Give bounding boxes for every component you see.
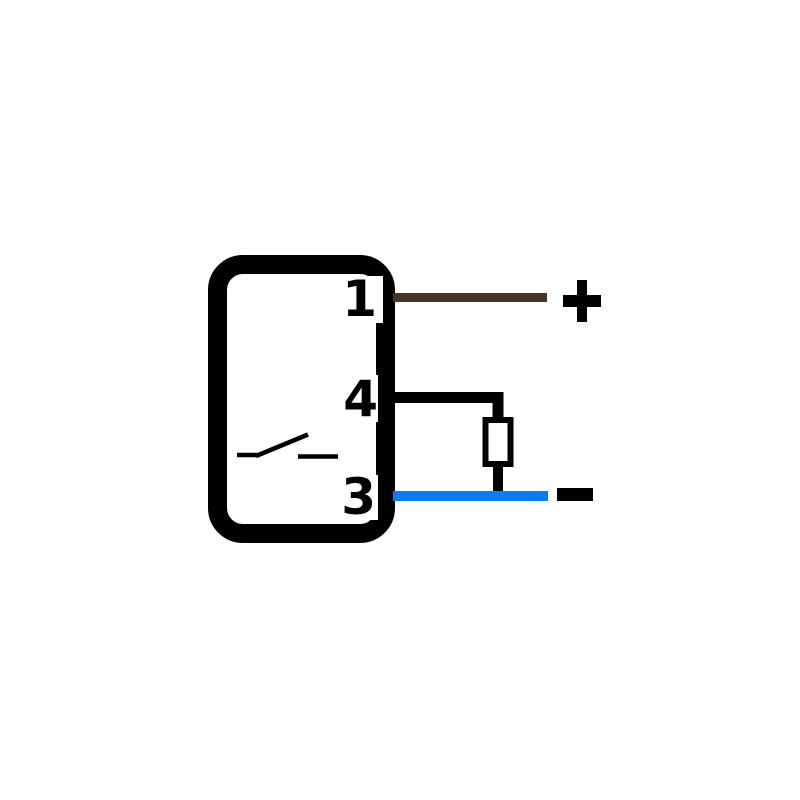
pin4-number-label: 4	[343, 370, 378, 428]
plus-icon-horizontal-bar	[563, 295, 601, 307]
pin3-number-label: 3	[341, 468, 376, 526]
load-resistor	[482, 417, 514, 467]
pin3-label-backplate	[338, 475, 378, 520]
minus-icon	[557, 488, 593, 501]
plus-icon	[563, 280, 601, 322]
pin4-label-backplate	[338, 375, 378, 422]
switch-symbol	[237, 432, 338, 459]
pin4-black-wire	[393, 392, 504, 420]
sensor-body-outline	[208, 255, 395, 543]
pin1-number-label: 1	[342, 270, 377, 328]
switch-arm	[255, 432, 309, 459]
pin1-label-backplate	[340, 276, 383, 323]
